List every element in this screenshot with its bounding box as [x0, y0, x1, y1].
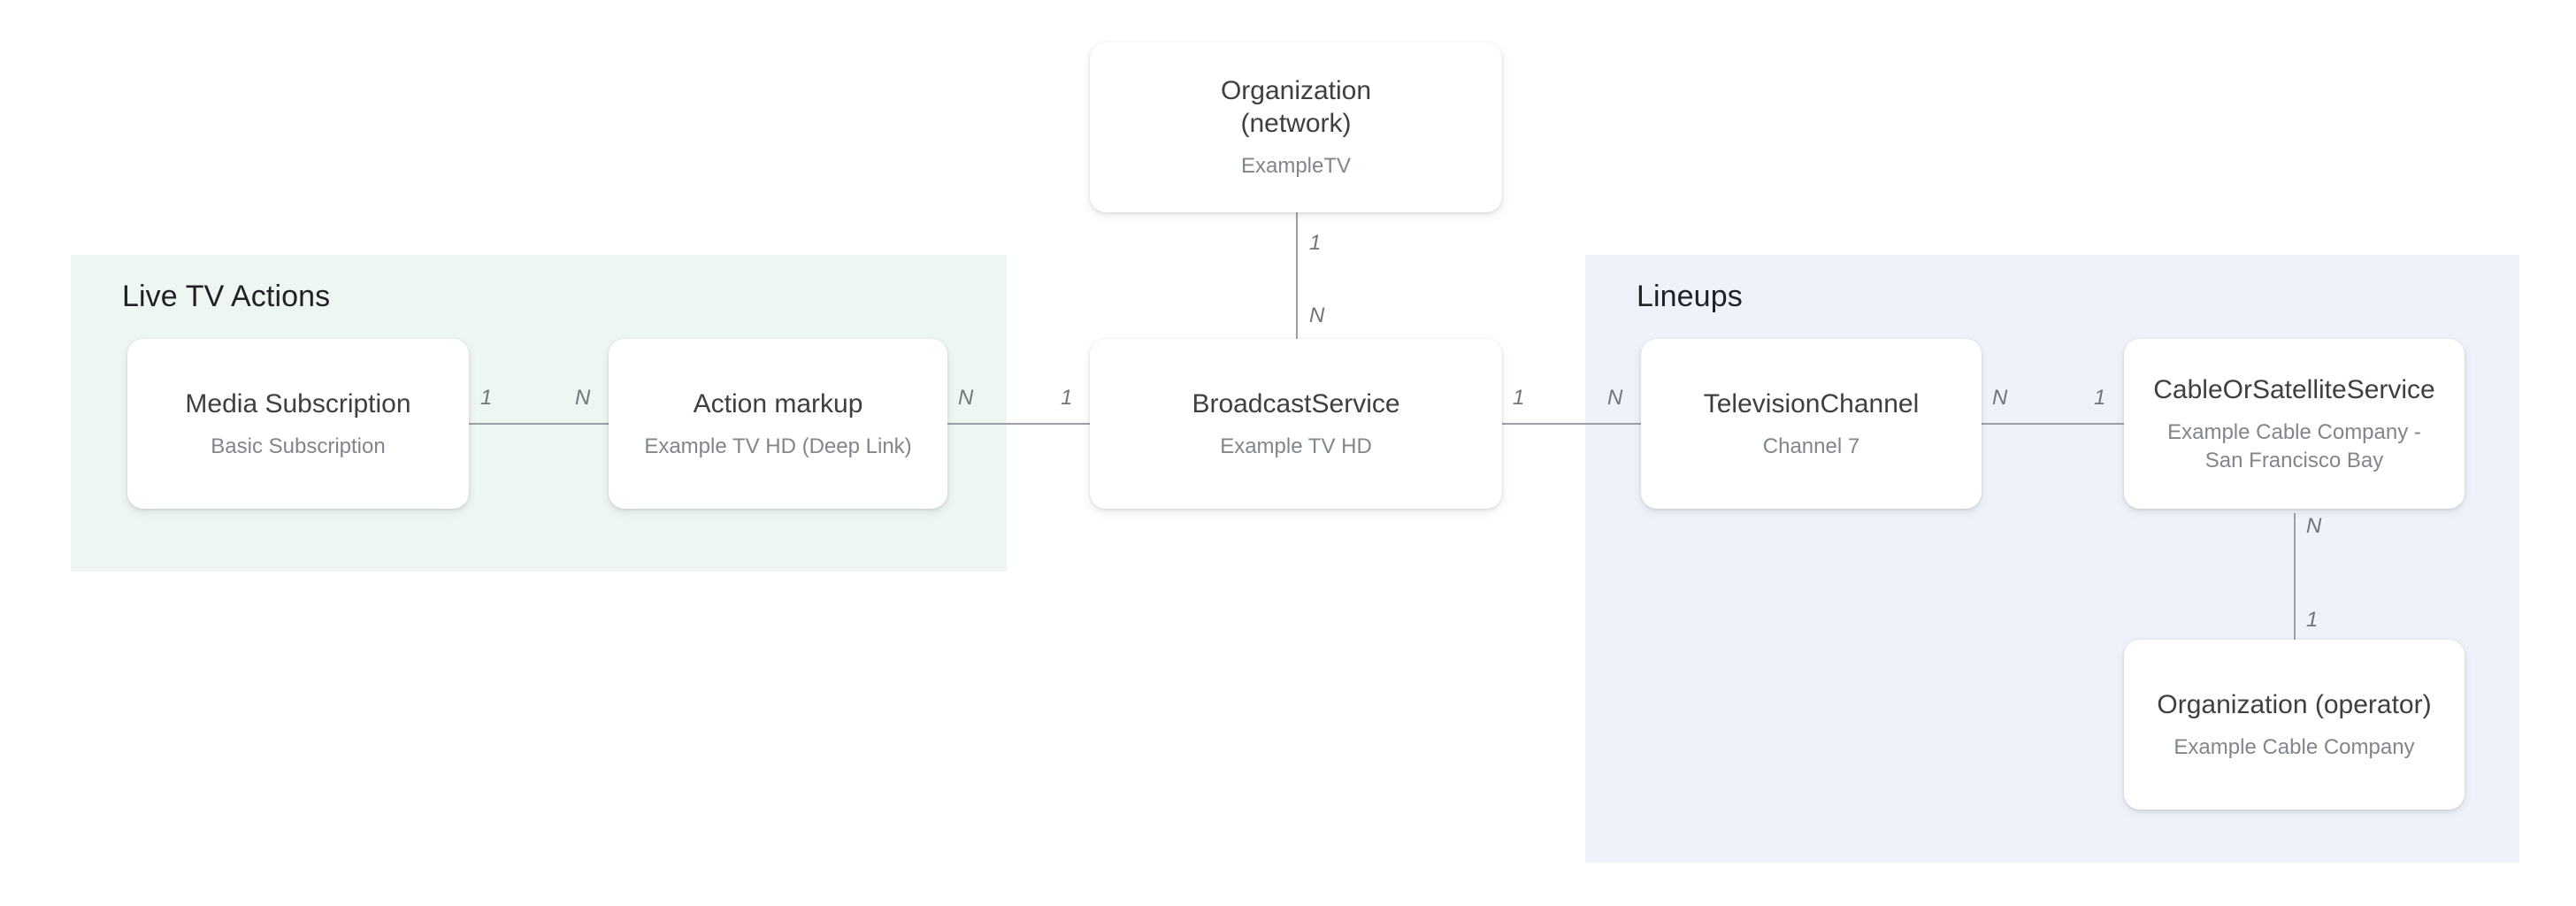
node-television-channel-title: TelevisionChannel [1703, 388, 1920, 418]
node-action-markup-title: Action markup [693, 388, 863, 418]
node-organization-operator-subtitle: Example Cable Company [2174, 734, 2415, 759]
edge-action-markup-to-broadcast-service [947, 423, 1092, 425]
node-media-subscription[interactable]: Media Subscription Basic Subscription [127, 339, 469, 509]
cardinality-media-subscription-to-action-markup-from: 1 [480, 386, 493, 410]
cardinality-broadcast-service-to-television-channel-to: N [1607, 386, 1623, 410]
node-action-markup[interactable]: Action markup Example TV HD (Deep Link) [609, 339, 947, 509]
edge-organization-network-to-broadcast-service [1296, 211, 1298, 339]
edge-television-channel-to-cable-or-satellite-service [1982, 423, 2126, 425]
node-organization-network-title: Organization (network) [1220, 76, 1372, 138]
node-organization-operator[interactable]: Organization (operator) Example Cable Co… [2124, 640, 2465, 810]
node-media-subscription-title: Media Subscription [185, 388, 411, 418]
edge-cable-or-satellite-service-to-organization-operator [2294, 513, 2296, 641]
node-media-subscription-subtitle: Basic Subscription [211, 434, 386, 458]
cardinality-broadcast-service-to-television-channel-from: 1 [1513, 386, 1525, 410]
node-cable-or-satellite-service-title: CableOrSatelliteService [2153, 374, 2435, 404]
node-broadcast-service-subtitle: Example TV HD [1220, 434, 1372, 458]
cardinality-organization-network-to-broadcast-service-to: N [1309, 303, 1325, 327]
node-television-channel-subtitle: Channel 7 [1762, 434, 1860, 458]
cardinality-cable-or-satellite-service-to-organization-operator-from: N [2306, 514, 2322, 538]
cardinality-media-subscription-to-action-markup-to: N [575, 386, 591, 410]
cardinality-action-markup-to-broadcast-service-to: 1 [1061, 386, 1073, 410]
cardinality-organization-network-to-broadcast-service-from: 1 [1309, 231, 1322, 255]
node-broadcast-service-title: BroadcastService [1192, 388, 1400, 418]
cardinality-television-channel-to-cable-or-satellite-service-to: 1 [2094, 386, 2106, 410]
cardinality-action-markup-to-broadcast-service-from: N [958, 386, 974, 410]
node-action-markup-subtitle: Example TV HD (Deep Link) [644, 434, 912, 458]
node-organization-operator-title: Organization (operator) [2157, 689, 2432, 719]
edge-broadcast-service-to-television-channel [1499, 423, 1641, 425]
node-broadcast-service[interactable]: BroadcastService Example TV HD [1090, 339, 1502, 509]
node-cable-or-satellite-service-subtitle: Example Cable Company - San Francisco Ba… [2167, 419, 2421, 472]
cardinality-television-channel-to-cable-or-satellite-service-from: N [1992, 386, 2008, 410]
group-lineups-title: Lineups [1637, 280, 1743, 313]
node-cable-or-satellite-service[interactable]: CableOrSatelliteService Example Cable Co… [2124, 339, 2465, 509]
node-organization-network-subtitle: ExampleTV [1240, 154, 1352, 178]
group-live-tv-actions-title: Live TV Actions [122, 280, 331, 313]
cardinality-cable-or-satellite-service-to-organization-operator-to: 1 [2306, 608, 2319, 632]
node-organization-network[interactable]: Organization (network) ExampleTV [1090, 42, 1502, 212]
node-television-channel[interactable]: TelevisionChannel Channel 7 [1641, 339, 1982, 509]
edge-media-subscription-to-action-markup [467, 423, 609, 425]
